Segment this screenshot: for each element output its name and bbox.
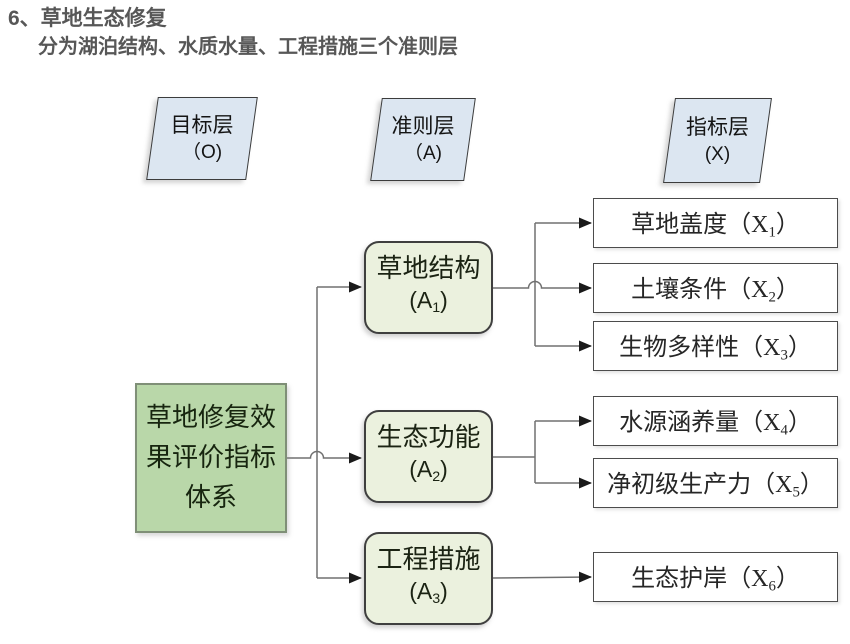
criteria-a1-name: 草地结构 xyxy=(376,254,481,283)
criteria-a2-name: 生态功能 xyxy=(376,423,481,452)
indicator-x1-text: 草地盖度（X1） xyxy=(631,212,800,241)
criteria-box-a1: 草地结构 (A1) xyxy=(364,241,493,334)
layer-indicator-label: 指标层 xyxy=(686,115,749,139)
heading-block: 6、草地生态修复 分为湖泊结构、水质水量、工程措施三个准则层 xyxy=(8,5,458,60)
criteria-a3-symbol: (A3) xyxy=(409,578,448,607)
criteria-box-a2: 生态功能 (A2) xyxy=(364,410,493,503)
criteria-a2-symbol: (A2) xyxy=(409,456,448,485)
goal-box-text: 草地修复效果评价指标体系 xyxy=(145,403,276,512)
layer-indicator-symbol: (X) xyxy=(704,143,731,165)
criteria-a1-symbol: (A1) xyxy=(409,287,448,316)
indicator-box-x6: 生态护岸（X6） xyxy=(593,552,838,602)
indicator-x3-text: 生物多样性（X3） xyxy=(619,335,812,364)
layer-goal-symbol: （O) xyxy=(181,141,223,163)
connector-a3-to-x6 xyxy=(492,571,592,583)
criteria-a3-name: 工程措施 xyxy=(376,545,481,574)
indicator-box-x1: 草地盖度（X1） xyxy=(593,198,838,248)
indicator-x4-text: 水源涵养量（X4） xyxy=(619,410,812,439)
layer-parallelogram-criteria: 准则层 （A) xyxy=(370,98,476,181)
connector-goal-to-a2 xyxy=(287,450,362,464)
indicator-box-x2: 土壤条件（X2） xyxy=(593,263,838,313)
page-subtitle: 分为湖泊结构、水质水量、工程措施三个准则层 xyxy=(38,36,458,58)
indicator-x5-text: 净初级生产力（X5） xyxy=(607,472,824,501)
indicator-x2-text: 土壤条件（X2） xyxy=(631,277,800,306)
layer-criteria-symbol: （A) xyxy=(403,142,442,164)
connector-a1-to-x2 xyxy=(493,280,592,294)
indicator-x6-text: 生态护岸（X6） xyxy=(631,566,800,595)
goal-box: 草地修复效果评价指标体系 xyxy=(135,383,287,533)
layer-goal-label: 目标层 xyxy=(170,113,234,137)
layer-parallelogram-indicator: 指标层 (X) xyxy=(663,98,772,183)
criteria-box-a3: 工程措施 (A3) xyxy=(364,532,493,625)
layer-criteria-label: 准则层 xyxy=(391,114,455,138)
indicator-box-x3: 生物多样性（X3） xyxy=(593,321,838,371)
indicator-box-x4: 水源涵养量（X4） xyxy=(593,396,838,446)
page-title: 6、草地生态修复 xyxy=(8,7,167,30)
layer-parallelogram-goal: 目标层 （O) xyxy=(146,97,258,180)
indicator-box-x5: 净初级生产力（X5） xyxy=(593,458,838,508)
